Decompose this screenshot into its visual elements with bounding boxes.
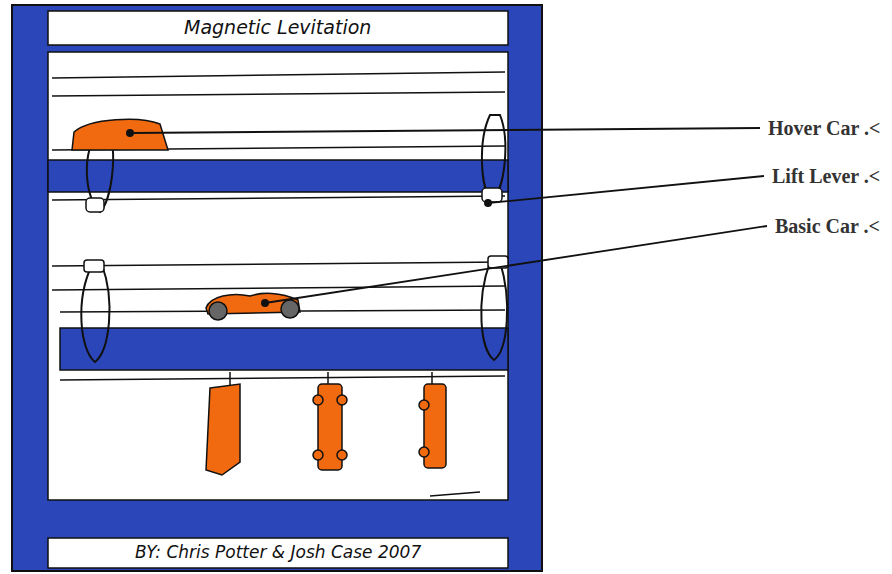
callout-label: Lift Lever .< <box>772 165 880 188</box>
callout-label: Basic Car .< <box>775 215 880 238</box>
leader-line <box>265 226 767 303</box>
author-credit: BY: Chris Potter & Josh Case 2007 <box>135 542 421 562</box>
leader-line <box>488 176 764 203</box>
title: Magnetic Levitation <box>184 16 371 38</box>
callout-label: Hover Car .< <box>768 117 880 140</box>
leader-line <box>130 128 760 133</box>
